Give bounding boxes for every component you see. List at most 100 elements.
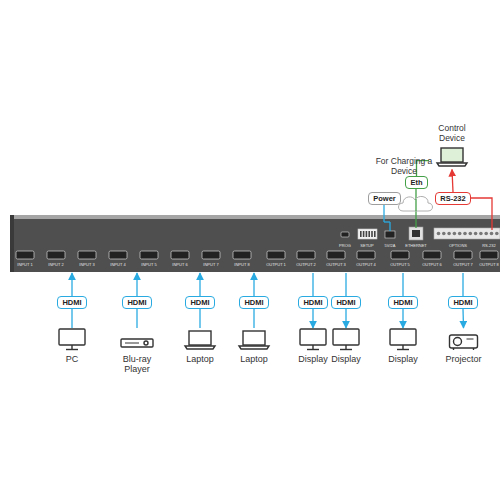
device-label: Laptop (236, 354, 272, 364)
tag-text: RS-232 (440, 194, 466, 203)
projector-foot (453, 348, 454, 350)
hdmi-ports (16, 251, 498, 259)
dip-lever (371, 231, 373, 237)
ethernet-wire (415, 199, 416, 211)
connector (253, 309, 254, 328)
terminal-screw (442, 232, 446, 236)
laptop-base (239, 346, 269, 349)
terminal-screw (447, 232, 451, 236)
hdmi-port (202, 251, 220, 259)
connection-tag: HDMI (122, 296, 152, 309)
device-node: Laptop (182, 328, 218, 364)
connector (402, 309, 403, 328)
terminal-screw (453, 232, 457, 236)
hdmi-port (267, 251, 285, 259)
tag-text: HDMI (393, 298, 413, 307)
terminal-block (434, 228, 500, 239)
device-label: Blu-ray Player (115, 354, 159, 375)
terminal-screw (495, 232, 499, 236)
prog-port (341, 232, 349, 237)
ethernet-wire (415, 185, 416, 228)
laptop-screen (243, 331, 265, 345)
connector (136, 309, 137, 328)
port-label: INPUT 2 (48, 263, 63, 267)
device-icon (115, 328, 159, 352)
terminal-screw (479, 232, 483, 236)
panel-cap (10, 215, 14, 272)
terminal-screw (490, 232, 494, 236)
device-label: Display (328, 354, 364, 364)
connection-tag: HDMI (185, 296, 215, 309)
connector (452, 170, 453, 192)
monitor-stand (402, 345, 403, 349)
port-label: OUTPUT 5 (390, 263, 410, 267)
monitor-base (307, 349, 319, 350)
device-panel (10, 215, 500, 272)
port-label: OUTPUT 8 (479, 263, 499, 267)
tag-text: HDMI (453, 298, 473, 307)
note-text: For Charging a Device (368, 157, 440, 177)
device-label: Projector (445, 354, 482, 364)
hdmi-port (327, 251, 345, 259)
port-label: OUTPUT 2 (296, 263, 316, 267)
port-label: OUTPUT 3 (326, 263, 346, 267)
tag-text: HDMI (303, 298, 323, 307)
port-label: OPTIONS (449, 244, 467, 248)
hdmi-port (454, 251, 472, 259)
device-icon (236, 328, 272, 352)
dip-switch (360, 231, 376, 237)
device-label: Control Device (429, 124, 475, 144)
device-label: Display (385, 354, 421, 364)
monitor-stand (312, 345, 313, 349)
device-label: PC (54, 354, 90, 364)
projector-body (450, 335, 478, 348)
port-label: PROG (339, 244, 351, 248)
device-icon (328, 328, 364, 352)
hdmi-port (480, 251, 498, 259)
connector (312, 309, 313, 328)
port-label: OUTPUT 7 (453, 263, 473, 267)
laptop-base (437, 163, 467, 166)
device-label: Laptop (182, 354, 218, 364)
device-node: Projector (445, 328, 482, 364)
port-label: ETHERNET (405, 244, 427, 248)
port-label: RS-232 (482, 244, 496, 248)
port-label: SETUP (360, 244, 373, 248)
port-label: INPUT 1 (17, 263, 32, 267)
hdmi-port (423, 251, 441, 259)
terminal-screw (474, 232, 478, 236)
connector (345, 309, 346, 328)
dip-lever (360, 231, 362, 237)
hdmi-port (16, 251, 34, 259)
device-icon (429, 145, 475, 169)
port-label: INPUT 7 (203, 263, 218, 267)
hdmi-port (391, 251, 409, 259)
connection-tag: HDMI (239, 296, 269, 309)
device-node: Display (328, 328, 364, 364)
power-wire (384, 221, 390, 222)
hdmi-port (78, 251, 96, 259)
port-label: INPUT 5 (141, 263, 156, 267)
port-label: INPUT 3 (79, 263, 94, 267)
player-body (121, 339, 153, 347)
monitor-screen (333, 329, 359, 345)
device-node: PC (54, 328, 90, 364)
connection-tag: HDMI (388, 296, 418, 309)
hdmi-port (297, 251, 315, 259)
connection-tag: HDMI (331, 296, 361, 309)
dip-lever (363, 231, 365, 237)
device-node: Blu-ray Player (115, 328, 159, 375)
connection-tag: HDMI (298, 296, 328, 309)
dip-lever (374, 231, 376, 237)
monitor-screen (300, 329, 326, 345)
ethernet-port (409, 227, 423, 240)
dip-lever (366, 231, 368, 237)
port-label: INPUT 8 (234, 263, 249, 267)
tag-text: HDMI (244, 298, 264, 307)
connector (71, 309, 72, 328)
monitor-stand (71, 345, 72, 349)
device-node: Laptop (236, 328, 272, 364)
port-label: 5V/2A (385, 244, 396, 248)
